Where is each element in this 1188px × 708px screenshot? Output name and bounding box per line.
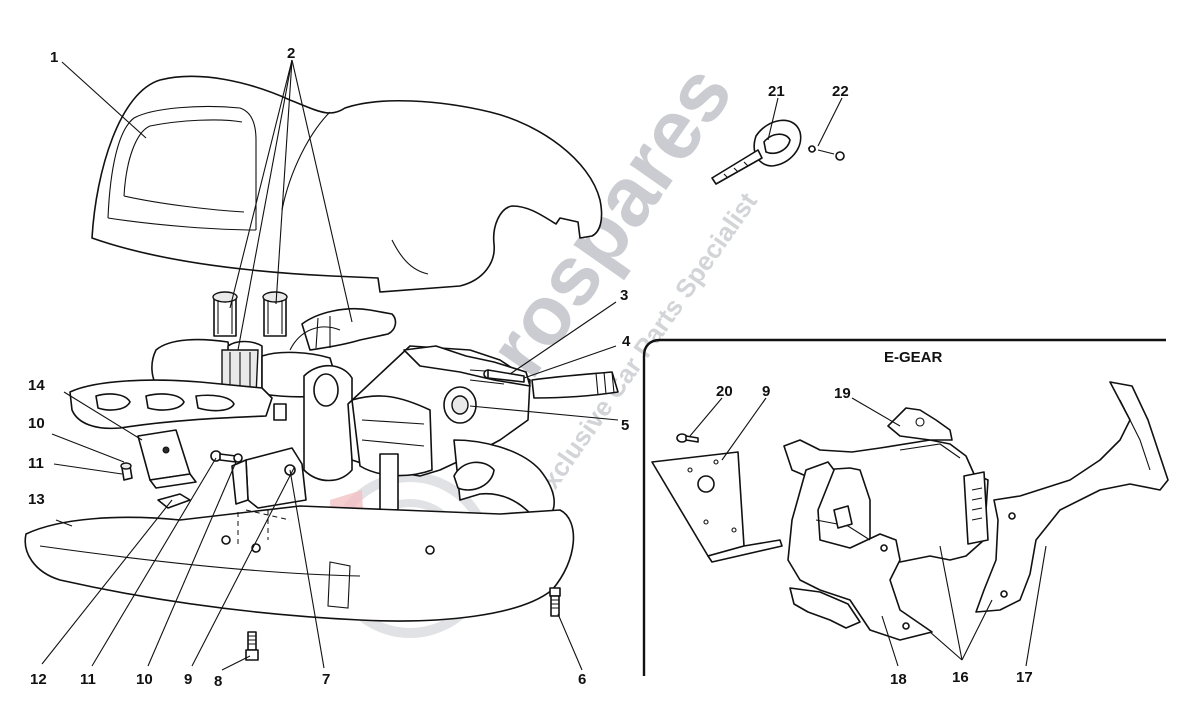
callout-4: 4 <box>622 333 631 350</box>
callout-9-egear: 9 <box>762 383 770 400</box>
part-18-side-cover <box>787 461 933 641</box>
part-22-key-chain <box>807 145 845 161</box>
part-9-plate <box>651 451 783 563</box>
callout-5: 5 <box>621 417 629 434</box>
callout-numbers: 1 2 3 4 5 6 7 8 9 10 11 12 13 11 10 14 2… <box>28 45 1033 690</box>
part-21-ignition-key <box>711 119 802 185</box>
callout-17: 17 <box>1016 669 1033 686</box>
callout-1: 1 <box>50 49 58 66</box>
callout-13: 13 <box>28 491 45 508</box>
part-10-washer <box>233 453 243 463</box>
part-19-trim-frame <box>783 407 989 563</box>
part-2-clamp-sleeve <box>289 307 397 351</box>
callout-21: 21 <box>768 83 785 100</box>
callout-20: 20 <box>716 383 733 400</box>
assembly-guides <box>237 509 291 546</box>
callout-10-bottom: 10 <box>136 671 153 688</box>
part-2-bushings <box>212 291 288 337</box>
part-9-bracket <box>231 447 307 509</box>
part-20-screw <box>676 433 699 443</box>
part-1-upper-shroud <box>91 75 603 293</box>
callout-2: 2 <box>287 45 295 62</box>
callout-12: 12 <box>30 671 47 688</box>
callout-7: 7 <box>322 671 330 688</box>
part-8-bolt <box>245 631 259 661</box>
callout-18: 18 <box>890 671 907 688</box>
egear-inset-frame <box>642 338 1166 676</box>
egear-inset: E-GEAR <box>642 338 1169 676</box>
callout-11-bottom: 11 <box>80 671 96 688</box>
callout-10-left: 10 <box>28 415 45 432</box>
callout-8: 8 <box>214 673 222 690</box>
part-10-support-bracket <box>137 429 197 489</box>
egear-inset-title: E-GEAR <box>884 349 943 366</box>
part-14-mounting-bracket <box>69 379 273 430</box>
callout-3: 3 <box>620 287 628 304</box>
column-housing-assembly <box>303 345 619 563</box>
callout-19: 19 <box>834 385 851 402</box>
callout-6: 6 <box>578 671 586 688</box>
leader-lines <box>41 59 1047 671</box>
part-11-screw <box>120 462 133 481</box>
callout-11-left: 11 <box>28 455 44 472</box>
part-6-bolt <box>549 587 561 617</box>
part-13-lower-shroud <box>24 505 575 622</box>
callout-14: 14 <box>28 377 45 394</box>
callout-16: 16 <box>952 669 969 686</box>
part-17-side-cover <box>975 381 1169 613</box>
callout-9: 9 <box>184 671 192 688</box>
callout-22: 22 <box>832 83 849 100</box>
part-12-clip <box>157 493 191 509</box>
